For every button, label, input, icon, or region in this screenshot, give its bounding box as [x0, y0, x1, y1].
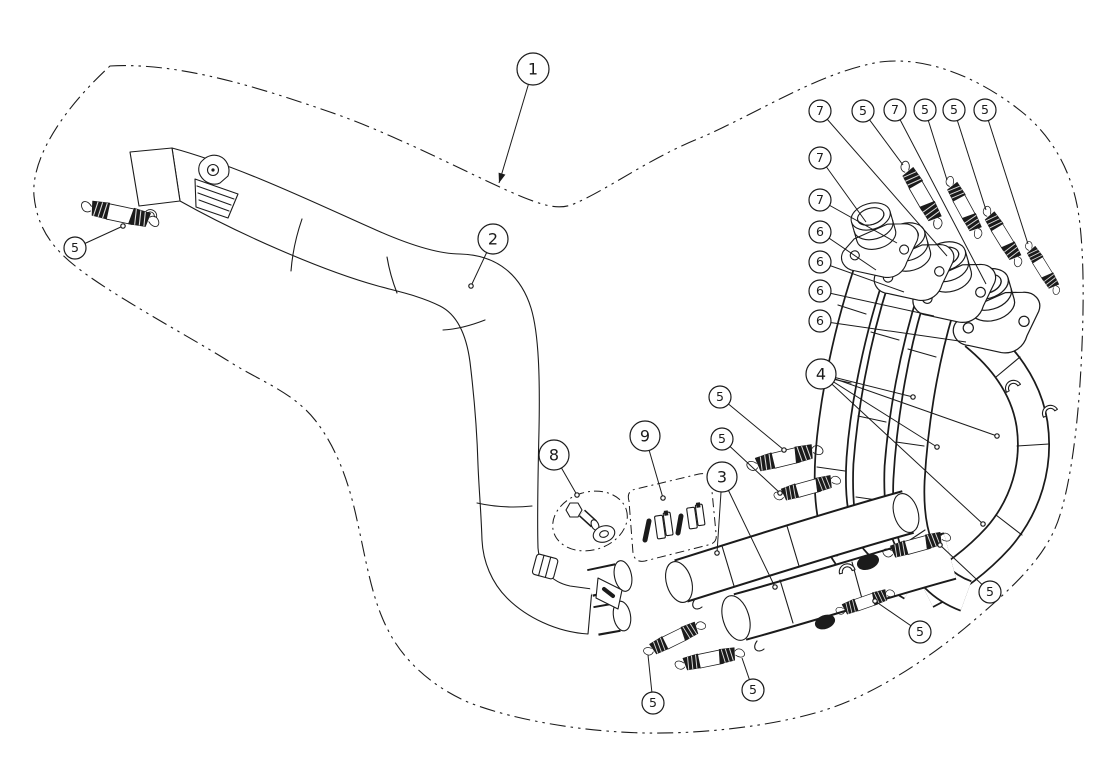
svg-text:7: 7 [816, 150, 824, 165]
clamp-kit-detail [627, 473, 717, 562]
svg-text:5: 5 [859, 103, 867, 118]
callout-6-3: 6 [808, 279, 935, 317]
callouts: 1 2 3 4 5 5 5 [63, 52, 1029, 715]
spring-top-4 [1021, 238, 1065, 298]
callout-5-bottom-2: 5 [741, 657, 765, 702]
svg-text:7: 7 [816, 103, 824, 118]
svg-text:2: 2 [488, 230, 498, 249]
spring-mid-1 [744, 440, 825, 476]
svg-text:5: 5 [950, 102, 958, 117]
link-pipe-body [171, 147, 593, 635]
link-pipe-assembly [129, 147, 593, 635]
callout-5-top-2: 5 [913, 98, 948, 181]
collector-tubes [665, 490, 957, 652]
callout-5-right-1: 5 [937, 542, 1002, 604]
callout-6-1: 6 [808, 220, 877, 271]
callout-7-1: 7 [808, 99, 948, 257]
pipe-clamp [531, 553, 559, 580]
svg-text:6: 6 [816, 224, 824, 239]
callout-6-4: 6 [808, 309, 967, 343]
svg-text:5: 5 [921, 102, 929, 117]
svg-text:5: 5 [986, 584, 994, 599]
svg-text:6: 6 [816, 283, 824, 298]
header-pipe-4 [918, 321, 1050, 608]
svg-text:5: 5 [718, 431, 726, 446]
callout-5-top-4: 5 [973, 98, 1029, 245]
clamp-piece-2 [686, 502, 706, 530]
svg-text:7: 7 [891, 102, 899, 117]
collector-tube-2 [721, 532, 957, 652]
callout-5-bottom-1: 5 [641, 654, 665, 715]
callout-5-top-3: 5 [942, 98, 987, 211]
svg-text:5: 5 [71, 240, 79, 255]
spring-bottom-2 [673, 644, 747, 674]
clamp-piece-1 [654, 510, 674, 540]
svg-text:5: 5 [916, 624, 924, 639]
muffler-end-cap [129, 147, 181, 207]
kit-boundary-outline [33, 60, 1084, 734]
spring-top-2 [941, 173, 988, 242]
callout-6-2: 6 [808, 250, 905, 293]
svg-text:5: 5 [749, 682, 757, 697]
svg-text:6: 6 [816, 313, 824, 328]
callout-3: 3 [706, 461, 778, 590]
callout-4: 4 [805, 358, 1000, 527]
svg-text:8: 8 [549, 446, 559, 465]
svg-text:9: 9 [640, 427, 650, 446]
svg-text:3: 3 [717, 468, 727, 487]
callout-7-2: 7 [883, 98, 987, 285]
callout-7-3: 7 [808, 146, 867, 223]
callout-5-mid-2: 5 [710, 427, 783, 496]
callout-5-right-2: 5 [872, 598, 932, 644]
callout-2: 2 [468, 223, 509, 289]
svg-text:5: 5 [716, 389, 724, 404]
svg-text:1: 1 [528, 60, 538, 79]
callout-5-top-1: 5 [851, 99, 904, 166]
svg-text:5: 5 [981, 102, 989, 117]
bolt-washer-detail [552, 490, 628, 552]
collector-y-piece [586, 560, 633, 636]
bolt [565, 502, 583, 518]
collector-tube-1 [665, 490, 920, 610]
spring-top-3 [978, 203, 1028, 270]
svg-text:5: 5 [649, 695, 657, 710]
callout-1: 1 [498, 52, 550, 184]
callout-9: 9 [629, 420, 666, 501]
svg-text:6: 6 [816, 254, 824, 269]
callout-7-4: 7 [808, 188, 898, 244]
svg-text:4: 4 [816, 365, 826, 384]
callout-5-left: 5 [63, 223, 126, 260]
callout-8: 8 [538, 439, 580, 498]
spring-bottom-1 [640, 616, 709, 660]
svg-text:7: 7 [816, 192, 824, 207]
muffler-bracket [198, 154, 230, 185]
logo-flag [194, 178, 239, 219]
callout-5-mid-1: 5 [708, 385, 787, 453]
